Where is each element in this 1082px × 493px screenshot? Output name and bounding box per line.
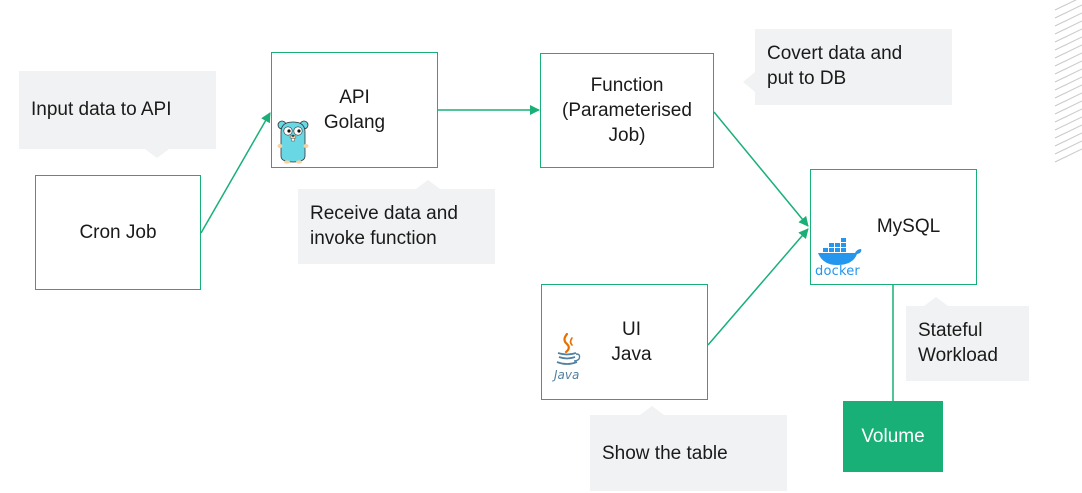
note-input-data-text: Input data to API xyxy=(31,99,172,120)
node-cron-job: Cron Job xyxy=(35,175,201,290)
node-volume-label: Volume xyxy=(861,425,925,447)
edge-ui-to-mysql xyxy=(707,228,809,346)
docker-logo-text: docker xyxy=(815,264,860,279)
note-stateful-workload: Stateful Workload xyxy=(906,306,1029,381)
node-function: Function (Parameterised Job) xyxy=(540,53,714,168)
note-stateful-line1: Stateful xyxy=(918,320,983,341)
node-cron-job-label: Cron Job xyxy=(79,222,157,243)
node-volume: Volume xyxy=(843,401,943,472)
node-api-label-line1: API xyxy=(339,87,370,108)
java-coffee-icon xyxy=(556,332,581,365)
note-stateful-pointer xyxy=(924,297,948,306)
node-ui-line1: UI xyxy=(622,319,641,340)
note-show-table-pointer xyxy=(640,406,664,415)
note-covert-data-pointer xyxy=(743,72,755,92)
node-ui-line2: Java xyxy=(611,344,652,365)
note-receive-data-pointer xyxy=(416,180,440,189)
corner-hatch-decoration xyxy=(1054,0,1082,163)
edge-cron-to-api xyxy=(200,112,271,234)
note-stateful-line2: Workload xyxy=(918,345,998,366)
node-ui-java: UI Java xyxy=(541,284,708,400)
node-function-line3: Job) xyxy=(608,125,646,146)
edge-function-to-mysql xyxy=(713,111,809,227)
golang-gopher-icon xyxy=(277,120,309,164)
note-input-data-pointer xyxy=(145,149,169,158)
note-covert-data: Covert data and put to DB xyxy=(755,29,952,105)
note-input-data: Input data to API xyxy=(19,71,216,149)
node-mysql: MySQL xyxy=(810,169,977,285)
node-api-label-line2: Golang xyxy=(323,112,386,133)
java-logo: Java xyxy=(550,332,590,384)
note-show-table-text: Show the table xyxy=(602,443,728,464)
note-receive-data-line2: invoke function xyxy=(310,228,437,249)
node-function-line1: Function xyxy=(590,75,664,96)
note-receive-data-line1: Receive data and xyxy=(310,203,458,224)
note-covert-data-line2: put to DB xyxy=(767,68,847,89)
docker-whale-icon xyxy=(818,238,862,265)
node-mysql-label: MySQL xyxy=(876,216,941,237)
note-receive-data: Receive data and invoke function xyxy=(298,189,495,264)
note-show-table: Show the table xyxy=(590,415,787,491)
java-logo-text: Java xyxy=(554,368,580,382)
docker-logo: docker xyxy=(815,236,867,282)
note-covert-data-line1: Covert data and xyxy=(767,43,903,64)
node-function-line2: (Parameterised xyxy=(562,100,692,121)
